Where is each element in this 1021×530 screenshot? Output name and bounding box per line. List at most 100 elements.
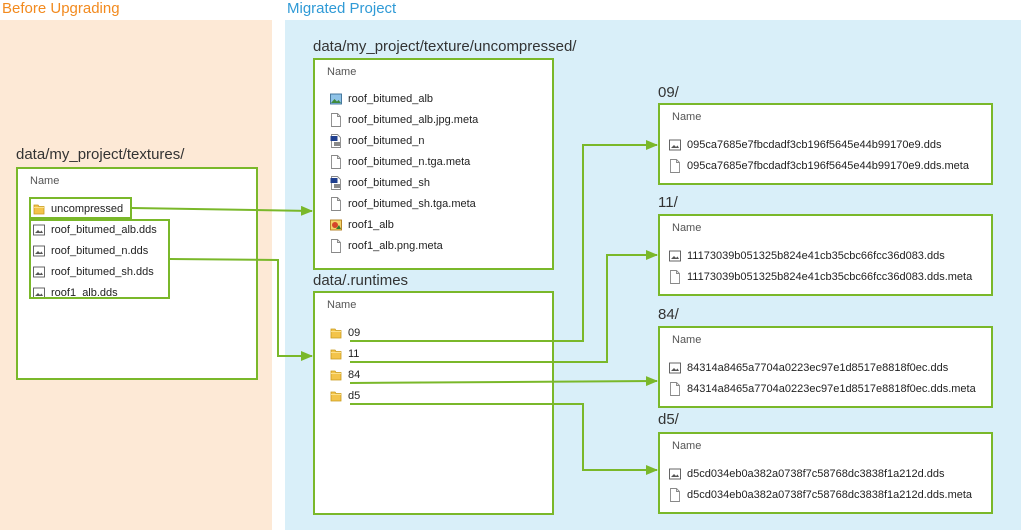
hash-folder-09-label: 09/: [658, 84, 679, 101]
column-header-name: Name: [672, 222, 702, 234]
arrow-d5: [350, 403, 658, 475]
folder-icon: [330, 349, 342, 359]
file-name: 095ca7685e7fbcdadf3cb196f5645e44b99170e9…: [687, 159, 969, 172]
file-name: roof_bitumed_n: [348, 134, 425, 147]
file-name: roof1_alb: [348, 218, 394, 231]
column-header-name: Name: [327, 66, 357, 78]
folder-icon: [330, 370, 342, 380]
hash-folder-d5-label: d5/: [658, 411, 679, 428]
file-icon: [670, 381, 680, 396]
arrow-11: [350, 250, 658, 363]
file-name: roof_bitumed_alb.dds: [51, 223, 157, 236]
file-icon: [670, 487, 680, 502]
list-item-file[interactable]: roof_bitumed_n.tga.meta: [330, 153, 470, 170]
arrow-dds-to-runtimes: [169, 258, 313, 361]
file-name: 11173039b051325b824e41cb35cbc66fcc36d083…: [687, 270, 973, 283]
file-icon: [670, 269, 680, 284]
list-item-file[interactable]: roof1_alb.png.meta: [330, 237, 443, 254]
runtimes-path-label: data/.runtimes: [313, 272, 409, 289]
list-item-file[interactable]: roof_bitumed_alb: [330, 90, 433, 107]
list-item-folder[interactable]: d5: [330, 387, 360, 404]
migrated-project-title: Migrated Project: [287, 0, 397, 17]
list-item-file[interactable]: 11173039b051325b824e41cb35cbc66fcc36d083…: [669, 247, 945, 264]
list-item-file[interactable]: d5cd034eb0a382a0738f7c58768dc3838f1a212d…: [669, 486, 972, 503]
list-item-folder[interactable]: 11: [330, 345, 359, 362]
column-header-name: Name: [672, 440, 702, 452]
list-item-folder[interactable]: 84: [330, 366, 360, 383]
folder-name: 11: [348, 347, 360, 360]
dds-image-icon: [669, 139, 681, 150]
file-name: roof_bitumed_alb.jpg.meta: [348, 113, 479, 126]
file-name: roof1_alb.dds: [51, 286, 118, 299]
list-item-file[interactable]: 84314a8465a7704a0223ec97e1d8517e8818f0ec…: [669, 380, 976, 397]
file-icon: [331, 112, 341, 127]
file-name: 11173039b051325b824e41cb35cbc66fcc36d083…: [687, 249, 945, 262]
list-item-file[interactable]: 84314a8465a7704a0223ec97e1d8517e8818f0ec…: [669, 359, 948, 376]
list-item-file[interactable]: 11173039b051325b824e41cb35cbc66fcc36d083…: [669, 268, 972, 285]
dds-image-icon: [669, 250, 681, 261]
list-item-file[interactable]: roof_bitumed_n: [330, 132, 424, 149]
folder-name: 84: [348, 368, 361, 381]
file-icon: [670, 158, 680, 173]
jpg-image-icon: [330, 93, 342, 104]
list-item-file[interactable]: roof_bitumed_n.dds: [33, 242, 148, 259]
list-item-file[interactable]: roof_bitumed_sh: [330, 174, 430, 191]
list-item-file[interactable]: 095ca7685e7fbcdadf3cb196f5645e44b99170e9…: [669, 136, 941, 153]
file-name: roof_bitumed_n.dds: [51, 244, 149, 257]
list-item-folder[interactable]: 09: [330, 324, 360, 341]
folder-icon: [330, 391, 342, 401]
list-item-file[interactable]: roof_bitumed_sh.dds: [33, 263, 154, 280]
file-name: 095ca7685e7fbcdadf3cb196f5645e44b99170e9…: [687, 138, 942, 151]
column-header-name: Name: [30, 175, 60, 187]
list-item-file[interactable]: d5cd034eb0a382a0738f7c58768dc3838f1a212d…: [669, 465, 945, 482]
folder-icon: [33, 204, 45, 214]
dds-image-icon: [669, 362, 681, 373]
dds-image-icon: [669, 468, 681, 479]
hash-folder-11-label: 11/: [658, 194, 678, 211]
file-name: roof_bitumed_alb: [348, 92, 434, 105]
arrow-84: [349, 376, 658, 387]
file-name: d5cd034eb0a382a0738f7c58768dc3838f1a212d…: [687, 488, 973, 501]
before-upgrading-title: Before Upgrading: [2, 0, 120, 17]
tga-image-icon: [330, 133, 341, 148]
list-item-file[interactable]: roof_bitumed_alb.jpg.meta: [330, 111, 478, 128]
list-item-file[interactable]: roof_bitumed_alb.dds: [33, 221, 157, 238]
dds-image-icon: [33, 266, 45, 277]
arrow-09: [350, 140, 658, 342]
uncompressed-path-label: data/my_project/texture/uncompressed/: [313, 38, 577, 55]
textures-folder-panel: Name: [16, 167, 258, 380]
tga-image-icon: [330, 175, 341, 190]
uncompressed-folder-panel: Name: [313, 58, 554, 270]
textures-path-label: data/my_project/textures/: [16, 146, 185, 163]
hash-folder-84-label: 84/: [658, 306, 679, 323]
hash-folder-11-panel: Name: [658, 214, 993, 296]
dds-image-icon: [33, 224, 45, 235]
file-name: roof_bitumed_sh.tga.meta: [348, 197, 476, 210]
file-icon: [331, 154, 341, 169]
list-item-folder[interactable]: uncompressed: [33, 200, 123, 217]
hash-folder-84-panel: Name: [658, 326, 993, 408]
column-header-name: Name: [327, 299, 357, 311]
file-icon: [331, 196, 341, 211]
list-item-file[interactable]: 095ca7685e7fbcdadf3cb196f5645e44b99170e9…: [669, 157, 969, 174]
folder-icon: [330, 328, 342, 338]
dds-files-highlight: [29, 219, 170, 299]
arrow-uncompressed-to-folder: [131, 205, 313, 216]
file-name: roof_bitumed_sh: [348, 176, 430, 189]
folder-name: 09: [348, 326, 361, 339]
hash-folder-09-panel: Name: [658, 103, 993, 185]
folder-name: uncompressed: [51, 202, 124, 215]
png-image-icon: [330, 219, 342, 230]
file-name: d5cd034eb0a382a0738f7c58768dc3838f1a212d…: [687, 467, 945, 480]
dds-image-icon: [33, 245, 45, 256]
list-item-file[interactable]: roof_bitumed_sh.tga.meta: [330, 195, 476, 212]
uncompressed-folder-highlight: [29, 197, 132, 219]
list-item-file[interactable]: roof1_alb: [330, 216, 394, 233]
column-header-name: Name: [672, 111, 702, 123]
hash-folder-d5-panel: Name: [658, 432, 993, 514]
file-name: roof1_alb.png.meta: [348, 239, 443, 252]
file-name: roof_bitumed_sh.dds: [51, 265, 154, 278]
file-icon: [331, 238, 341, 253]
file-name: 84314a8465a7704a0223ec97e1d8517e8818f0ec…: [687, 361, 949, 374]
